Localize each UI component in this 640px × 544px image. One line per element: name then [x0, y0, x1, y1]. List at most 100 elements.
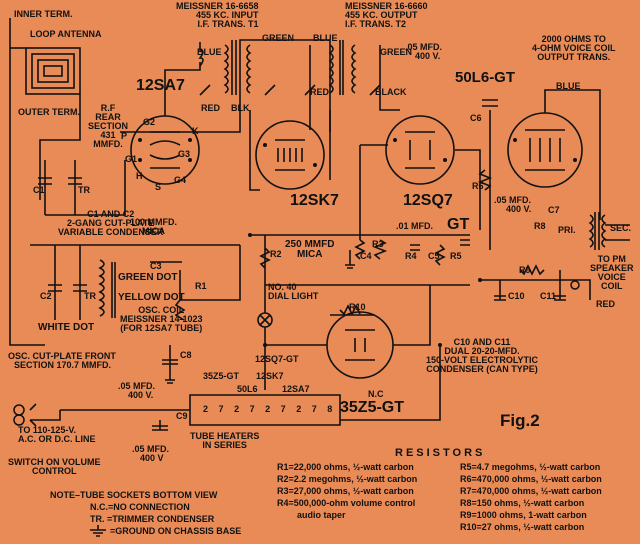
- loop-antenna-label: LOOP ANTENNA: [30, 29, 102, 39]
- c6-label: C6: [470, 113, 482, 123]
- white-dot-label: WHITE DOT: [38, 322, 95, 333]
- red2-label: RED: [310, 87, 330, 97]
- pin-p: P: [121, 131, 128, 141]
- tube-12sk7-label: 12SK7: [290, 192, 339, 209]
- tube-12sq7-envelope: [385, 115, 455, 185]
- pri-label: PRI.: [558, 225, 576, 235]
- output-transformer-primary: [588, 214, 594, 248]
- r8-label: R8: [534, 221, 546, 231]
- resistors-title: RESISTORS: [395, 447, 486, 459]
- blue3-label: BLUE: [556, 81, 581, 91]
- heater-pins: 2 7 2 7 2 7 2 7 8: [203, 404, 333, 414]
- osc-coil-winding: [98, 259, 105, 317]
- loop-antenna-coil: [25, 47, 81, 95]
- r1-label: R1: [195, 281, 207, 291]
- t1-secondary-coil: [246, 44, 252, 94]
- c11-label: C11: [540, 291, 557, 301]
- trimmer2-label: TR: [84, 291, 96, 301]
- resistor-r4: R4=500,000-ohm volume control: [277, 498, 416, 508]
- black2-label: BLACK: [375, 87, 407, 97]
- r6-label: R6: [472, 181, 484, 191]
- pin-h: H: [136, 171, 143, 181]
- c3-label: C3: [150, 261, 162, 271]
- resistor-r10: R10=27 ohms, ½-watt carbon: [460, 522, 585, 532]
- c8-label: C8: [180, 350, 192, 360]
- r10-label: R10: [349, 302, 366, 312]
- c7-label: C7: [548, 205, 560, 215]
- note-line-ground: =GROUND ON CHASSIS BASE: [110, 526, 242, 536]
- yellow-dot-label: YELLOW DOT: [118, 292, 185, 303]
- c9-label: C9: [176, 411, 188, 421]
- heater-50l6-label: 50L6: [237, 384, 258, 394]
- t1-primary-coil: [223, 44, 229, 94]
- pin-g4: G4: [174, 175, 187, 185]
- heater-12sk7-label: 12SK7: [256, 371, 284, 381]
- mica-100-label: 100 MMFD.MICA: [130, 217, 178, 236]
- green2-label: GREEN: [380, 47, 413, 57]
- left-bus-wire: [9, 18, 45, 346]
- green-dot-label: GREEN DOT: [118, 272, 178, 283]
- resistor-r7: R7=470,000 ohms, ½-watt carbon: [460, 486, 602, 496]
- tube-50l6-label: 50L6-GT: [455, 69, 516, 86]
- r2-label: R2: [270, 249, 282, 259]
- r4-label: R4: [405, 251, 417, 261]
- c05-bot-label: .05 MFD.400 V: [132, 444, 170, 463]
- r3-label: R3: [372, 239, 384, 249]
- figure-label: Fig.2: [500, 411, 540, 430]
- c2-label: C2: [40, 291, 52, 301]
- resistor-r8: R8=150 ohms, ½-watt carbon: [460, 498, 585, 508]
- c01-label: .01 MFD.: [396, 221, 434, 231]
- resistor-r3: R3=27,000 ohms, ½-watt carbon: [277, 486, 414, 496]
- tube-35z5-label: 35Z5-GT: [340, 399, 405, 416]
- blk1-label: BLK: [231, 103, 250, 113]
- blue1-label: BLUE: [197, 47, 222, 57]
- green1-label: GREEN: [262, 33, 295, 43]
- red3-label: RED: [596, 299, 616, 309]
- pin-s: S: [155, 182, 162, 192]
- r9-label: R9: [519, 265, 531, 275]
- inner-term-label: INNER TERM.: [14, 9, 73, 19]
- t2-primary-coil: [328, 44, 334, 94]
- line-label: TO 110-125-V.A.C. OR D.C. LINE: [18, 425, 96, 444]
- r5-label: R5: [450, 251, 462, 261]
- tube-50l6-envelope: [507, 112, 583, 188]
- trimmer1-label: TR: [78, 185, 90, 195]
- pin-g1: G1: [125, 154, 138, 164]
- tube-12sk7-envelope: [255, 120, 325, 190]
- ground-symbol: [90, 525, 106, 537]
- c1-label: C1: [33, 185, 45, 195]
- note-line-nc: N.C.=NO CONNECTION: [90, 502, 190, 512]
- c05-mid-label: .05 MFD.400 V.: [494, 195, 532, 214]
- output-transformer-secondary: [601, 214, 607, 248]
- pin-k: K: [192, 126, 199, 136]
- resistor-r2: R2=2.2 megohms, ½-watt carbon: [277, 474, 418, 484]
- heater-35z5-label: 35Z5-GT: [203, 371, 240, 381]
- antenna-outer-lead: [39, 94, 81, 200]
- resistor-r5: R5=4.7 megohms, ½-watt carbon: [460, 462, 601, 472]
- nc-label: N.C: [368, 389, 384, 399]
- pin-g3: G3: [178, 149, 191, 159]
- heater-12sa7-label: 12SA7: [282, 384, 310, 394]
- c05-low-label: .05 MFD.400 V.: [118, 381, 156, 400]
- resistor-r9: R9=1000 ohms, 1-watt carbon: [460, 510, 587, 520]
- t2-secondary-coil: [351, 44, 357, 94]
- pin-g2: G2: [143, 117, 156, 127]
- resistor-r4-taper: audio taper: [297, 510, 346, 520]
- resistor-r1: R1=22,000 ohms, ½-watt carbon: [277, 462, 414, 472]
- outer-term-label: OUTER TERM.: [18, 107, 80, 117]
- blue2-label: BLUE: [313, 33, 338, 43]
- note-line-tr: TR. =TRIMMER CONDENSER: [90, 514, 215, 524]
